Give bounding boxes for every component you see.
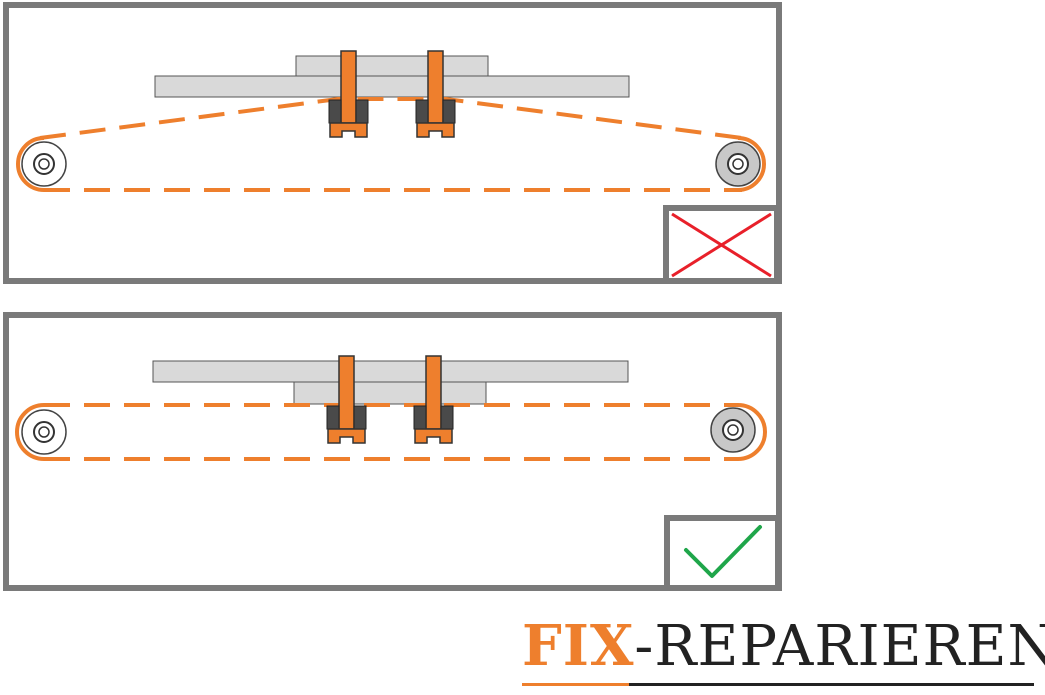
- verdict-box-right: [664, 515, 781, 591]
- panel-frame: [3, 312, 782, 591]
- brand-logo: FIX-REPARIEREN: [522, 610, 1045, 690]
- carriage-plate-short: [293, 381, 487, 405]
- pulley-left: [21, 409, 67, 455]
- check-icon: [684, 525, 762, 578]
- belt-wrap-left: [15, 403, 45, 461]
- carriage-plate-long: [154, 75, 630, 98]
- carriage-plate-long: [152, 360, 629, 383]
- idler-right: [710, 407, 756, 453]
- panel-wrong: [3, 2, 782, 284]
- logo-underline-accent: [522, 683, 629, 686]
- belt-wrap-right: [737, 136, 766, 192]
- belt-clamp-bolt: [413, 355, 454, 444]
- belt-wrap-left: [16, 136, 45, 192]
- belt-clamp-bolt: [328, 50, 369, 138]
- logo-rest: -REPARIEREN: [634, 614, 1045, 679]
- idler-right: [715, 141, 761, 187]
- belt-wrap-right: [737, 403, 767, 461]
- panel-frame: [3, 2, 782, 284]
- belt-clamp-bolt: [326, 355, 367, 444]
- verdict-box-wrong: [663, 205, 780, 284]
- belt-clamp-bolt: [415, 50, 456, 138]
- pulley-left: [21, 141, 67, 187]
- logo-text: FIX-REPARIEREN: [522, 610, 1045, 683]
- carriage-plate-short: [295, 55, 489, 79]
- logo-underline-rest: [629, 683, 1034, 686]
- cross-icon: [671, 212, 772, 278]
- logo-accent: FIX: [522, 613, 635, 679]
- panel-right: [3, 312, 782, 591]
